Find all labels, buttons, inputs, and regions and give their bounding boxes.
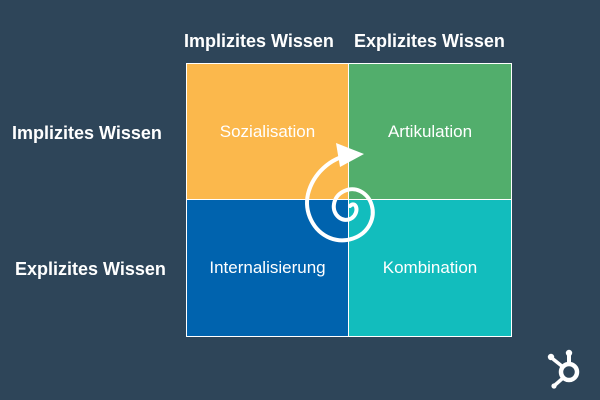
quadrant-label-internalisierung: Internalisierung: [209, 258, 326, 277]
row-header-explicit: Explizites Wissen: [15, 259, 166, 279]
quadrant-artikulation: Artikulation: [349, 64, 511, 200]
quadrant-grid: Sozialisation Artikulation Internalisier…: [186, 63, 512, 337]
quadrant-internalisierung: Internalisierung: [187, 200, 349, 336]
quadrant-label-kombination: Kombination: [382, 258, 478, 277]
hubspot-logo-icon: [547, 349, 580, 389]
column-header-explicit: Explizites Wissen: [354, 31, 505, 51]
quadrant-kombination: Kombination: [349, 200, 511, 336]
row-header-implicit: Implizites Wissen: [12, 123, 162, 143]
column-header-implicit: Implizites Wissen: [184, 31, 334, 51]
quadrant-label-artikulation: Artikulation: [387, 121, 473, 141]
quadrant-label-sozialisation: Sozialisation: [219, 121, 316, 141]
quadrant-sozialisation: Sozialisation: [187, 64, 349, 200]
